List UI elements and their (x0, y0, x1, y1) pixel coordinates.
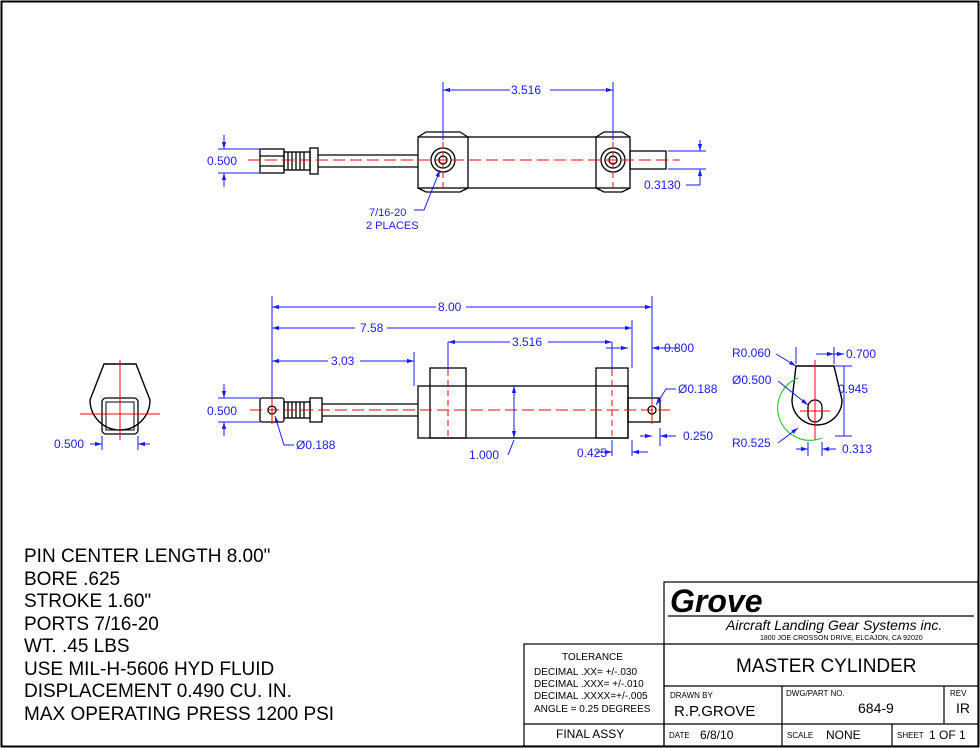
dim-end-width: 0.500 (54, 437, 84, 451)
note-line: PORTS 7/16-20 (24, 613, 159, 635)
tolerance-2: DECIMAL .XXX= +/-.010 (534, 679, 644, 690)
rev-label: REV (950, 689, 967, 698)
top-body (417, 136, 631, 189)
drawn-by: R.P.GROVE (674, 703, 755, 720)
title-block (523, 581, 979, 747)
dwg-number: 684-9 (858, 700, 894, 716)
dim-flange: 0.425 (577, 446, 607, 460)
note-line: STROKE 1.60" (24, 591, 152, 612)
drawn-by-label: DRAWN BY (670, 691, 713, 700)
top-rod-end (259, 148, 285, 174)
company-logo: Grove (670, 583, 762, 619)
dim-r0525: R0.525 (732, 436, 771, 450)
dim-r0060: R0.060 (732, 346, 771, 360)
tolerance-4: ANGLE = 0.25 DEGREES (534, 704, 651, 715)
dim-body-height: 1.000 (469, 448, 499, 462)
dim-top-pin: 0.3130 (644, 178, 681, 192)
dim-overall: 8.00 (438, 300, 462, 314)
tolerance-3: DECIMAL .XXXX=+/-.005 (534, 691, 648, 702)
dim-3516-side: 3.516 (512, 335, 542, 349)
scale-value: NONE (826, 728, 861, 742)
note-line: BORE .625 (24, 568, 121, 590)
dim-hole-right: Ø0.188 (678, 382, 718, 396)
dim-top-height: 0.500 (207, 154, 237, 168)
rev-value: IR (956, 700, 970, 716)
date-label: DATE (669, 731, 690, 740)
dim-w0313: 0.313 (842, 442, 872, 456)
dim-h0945: 0.945 (838, 382, 868, 396)
port-note-places: 2 PLACES (366, 220, 419, 232)
dim-tip: 0.250 (683, 429, 713, 443)
company-address: 1800 JOE CROSSON DRIVE, ELCAJON, CA 9202… (760, 635, 923, 642)
dwg-label: DWG/PART NO. (786, 689, 845, 698)
company-sub: Aircraft Landing Gear Systems inc. (725, 617, 942, 633)
note-line: PIN CENTER LENGTH 8.00" (24, 546, 271, 567)
dim-side-height: 0.500 (207, 404, 237, 418)
note-line: USE MIL-H-5606 HYD FLUID (24, 658, 275, 680)
port-note-thread: 7/16-20 (369, 207, 406, 219)
note-line: MAX OPERATING PRESS 1200 PSI (24, 703, 335, 725)
end-view-right: R0.060 0.700 Ø0.500 0.945 R0.525 0.313 (732, 346, 876, 456)
dim-d0500: Ø0.500 (732, 373, 772, 387)
note-line: DISPLACEMENT 0.490 CU. IN. (24, 681, 292, 702)
dim-top-length: 3.516 (511, 83, 541, 97)
note-line: WT. .45 LBS (24, 636, 130, 657)
sheet-label: SHEET (897, 731, 924, 740)
dim-w0700: 0.700 (846, 347, 876, 361)
side-view: 8.00 7.58 3.03 3.516 0.800 0.500 Ø0.188 … (207, 296, 718, 462)
dim-hole-left: Ø0.188 (296, 438, 336, 452)
scale-label: SCALE (787, 731, 813, 740)
specification-notes: PIN CENTER LENGTH 8.00" BORE .625 STROKE… (24, 546, 334, 726)
tolerance-title: TOLERANCE (562, 652, 623, 663)
end-view-left: 0.500 (54, 360, 160, 451)
dim-303: 3.03 (331, 354, 355, 368)
date-value: 6/8/10 (700, 728, 734, 742)
dim-758: 7.58 (360, 321, 384, 335)
sheet-value: 1 OF 1 (929, 728, 966, 742)
tolerance-1: DECIMAL .XX= +/-.030 (534, 667, 637, 678)
top-view: 3.516 0.500 0.3130 7/16-20 2 PLACES (207, 82, 706, 232)
dim-0800: 0.800 (664, 341, 694, 355)
drawing-title: MASTER CYLINDER (736, 656, 917, 677)
final-assy: FINAL ASSY (556, 727, 624, 741)
